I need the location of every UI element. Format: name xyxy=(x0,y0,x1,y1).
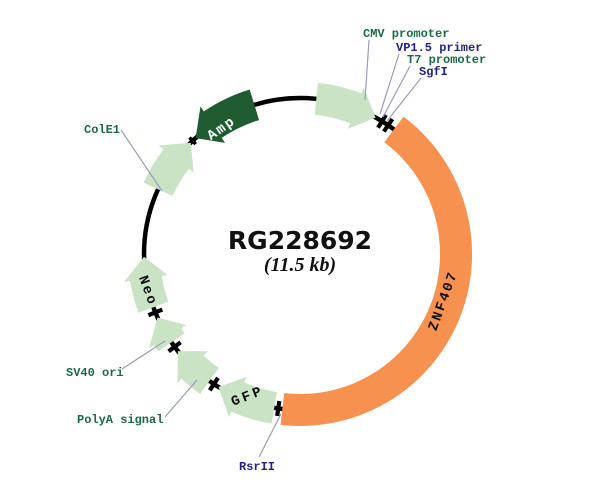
callout-label-cmv-promoter: CMV promoter xyxy=(363,27,449,41)
junction-tick xyxy=(275,400,282,417)
junction-tick xyxy=(167,340,182,353)
callout-line-cole1 xyxy=(120,129,163,192)
feature-neo xyxy=(124,256,169,313)
feature-sv40-ori xyxy=(149,317,187,352)
feature-znf407 xyxy=(280,116,473,427)
callout-line-rsrii xyxy=(258,413,282,458)
callout-line-sgfi xyxy=(386,77,422,122)
feature-gfp xyxy=(218,376,277,424)
callout-label-vp1-5-primer: VP1.5 primer xyxy=(396,41,482,55)
callout-label-cole1: ColE1 xyxy=(84,123,120,137)
junction-tick xyxy=(208,376,220,392)
callout-label-polya-signal: PolyA signal xyxy=(77,413,163,427)
callout-label-t7-promoter: T7 promoter xyxy=(407,53,486,67)
callout-line-t7-promoter xyxy=(382,65,411,118)
feature-polya-signal xyxy=(177,351,219,394)
junction-tick xyxy=(382,117,395,133)
feature-amp xyxy=(195,89,260,143)
callout-label-rsrii: RsrII xyxy=(239,460,275,474)
junction-tick xyxy=(147,307,164,318)
junction-tick xyxy=(376,113,388,129)
callout-label-sgfi: SgfI xyxy=(419,65,448,79)
callout-label-sv40-ori: SV40 ori xyxy=(66,366,124,380)
feature-cmv-promoter xyxy=(314,82,376,129)
feature-cole1 xyxy=(143,142,194,196)
callout-line-polya-signal xyxy=(164,379,198,418)
callout-line-vp1-5-primer xyxy=(379,53,400,115)
callout-line-sv40-ori xyxy=(121,340,166,370)
junction-tick xyxy=(188,136,197,146)
callout-line-cmv-promoter xyxy=(364,39,370,101)
